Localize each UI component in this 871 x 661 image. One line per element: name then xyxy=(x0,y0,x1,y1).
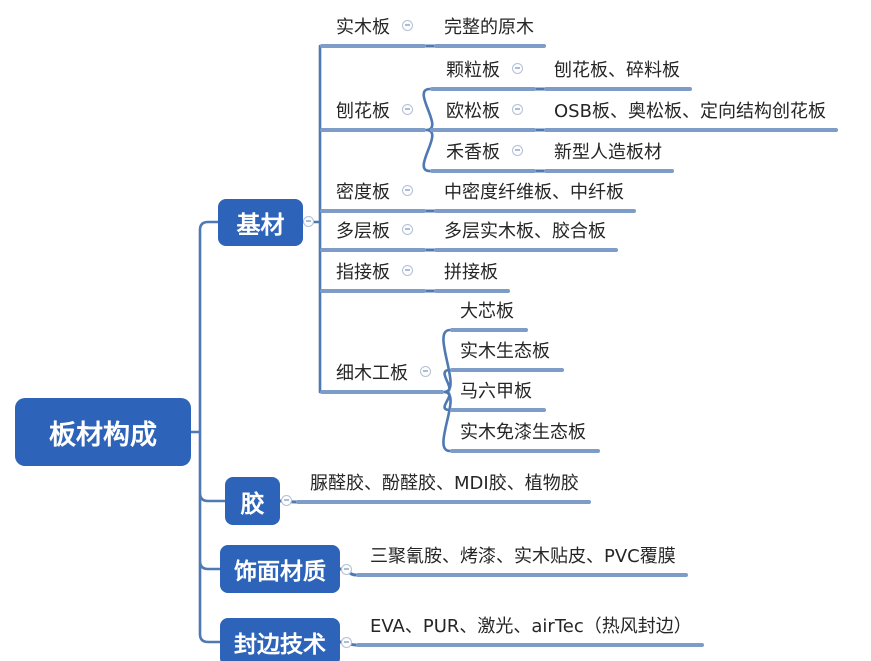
collapse-icon[interactable] xyxy=(420,366,431,377)
row-density-board: 密度板 中密度纤维板、中纤板 xyxy=(320,181,636,213)
branch-edge-banding[interactable]: 封边技术 xyxy=(220,618,340,661)
collapse-icon[interactable] xyxy=(341,637,352,648)
root-topic[interactable]: 板材构成 xyxy=(15,398,191,466)
node-straw-board[interactable]: 禾香板 xyxy=(430,141,536,173)
collapse-icon[interactable] xyxy=(512,104,523,115)
row-finger-joint-board: 指接板 拼接板 xyxy=(320,261,510,293)
row-osb-board: 欧松板 OSB板、奥松板、定向结构创花板 xyxy=(430,100,838,132)
node-core-board[interactable]: 大芯板 xyxy=(450,300,528,332)
row-solid-wood-board: 实木板 完整的原木 xyxy=(320,16,546,48)
collapse-icon[interactable] xyxy=(402,265,413,276)
node-paint-free-eco-board[interactable]: 实木免漆生态板 xyxy=(450,421,600,453)
node-density-board-detail[interactable]: 中密度纤维板、中纤板 xyxy=(434,181,636,213)
node-chipboard[interactable]: 刨花板 xyxy=(320,100,426,132)
branch-veneer-material[interactable]: 饰面材质 xyxy=(220,545,340,593)
collapse-icon[interactable] xyxy=(402,104,413,115)
node-solid-wood-eco-board[interactable]: 实木生态板 xyxy=(450,340,564,372)
row-blockboard: 细木工板 xyxy=(320,362,444,394)
collapse-icon[interactable] xyxy=(512,145,523,156)
collapse-icon[interactable] xyxy=(341,564,352,575)
collapse-icon[interactable] xyxy=(402,224,413,235)
branch-glue[interactable]: 胶 xyxy=(225,477,280,525)
row-malacca-board: 马六甲板 xyxy=(450,380,546,412)
row-solid-wood-eco-board: 实木生态板 xyxy=(450,340,564,372)
node-multilayer-board[interactable]: 多层板 xyxy=(320,220,426,252)
row-veneer-detail: 三聚氰胺、烤漆、实木贴皮、PVC覆膜 xyxy=(356,545,688,577)
node-solid-wood-board-detail[interactable]: 完整的原木 xyxy=(434,16,546,48)
collapse-icon[interactable] xyxy=(281,495,292,506)
node-finger-joint-board-detail[interactable]: 拼接板 xyxy=(434,261,510,293)
node-solid-wood-board[interactable]: 实木板 xyxy=(320,16,426,48)
collapse-icon[interactable] xyxy=(402,20,413,31)
node-finger-joint-board[interactable]: 指接板 xyxy=(320,261,426,293)
row-edge-banding-detail: EVA、PUR、激光、airTec（热风封边） xyxy=(356,615,704,647)
node-straw-board-detail[interactable]: 新型人造板材 xyxy=(544,141,674,173)
node-density-board[interactable]: 密度板 xyxy=(320,181,426,213)
node-glue-detail[interactable]: 脲醛胶、酚醛胶、MDI胶、植物胶 xyxy=(296,472,591,504)
node-multilayer-board-detail[interactable]: 多层实木板、胶合板 xyxy=(434,220,618,252)
node-osb-board-detail[interactable]: OSB板、奥松板、定向结构创花板 xyxy=(544,100,838,132)
row-straw-board: 禾香板 新型人造板材 xyxy=(430,141,674,173)
node-granule-board[interactable]: 颗粒板 xyxy=(430,59,536,91)
node-blockboard[interactable]: 细木工板 xyxy=(320,362,444,394)
node-malacca-board[interactable]: 马六甲板 xyxy=(450,380,546,412)
row-granule-board: 颗粒板 刨花板、碎料板 xyxy=(430,59,692,91)
row-core-board: 大芯板 xyxy=(450,300,528,332)
collapse-icon[interactable] xyxy=(512,63,523,74)
node-edge-banding-detail[interactable]: EVA、PUR、激光、airTec（热风封边） xyxy=(356,615,704,647)
row-multilayer-board: 多层板 多层实木板、胶合板 xyxy=(320,220,618,252)
branch-substrate[interactable]: 基材 xyxy=(218,199,303,246)
row-glue-detail: 脲醛胶、酚醛胶、MDI胶、植物胶 xyxy=(296,472,591,504)
row-paint-free-eco-board: 实木免漆生态板 xyxy=(450,421,600,453)
node-granule-board-detail[interactable]: 刨花板、碎料板 xyxy=(544,59,692,91)
node-osb-board[interactable]: 欧松板 xyxy=(430,100,536,132)
node-veneer-detail[interactable]: 三聚氰胺、烤漆、实木贴皮、PVC覆膜 xyxy=(356,545,688,577)
root-topic-label: 板材构成 xyxy=(49,419,157,451)
row-chipboard: 刨花板 xyxy=(320,100,426,132)
collapse-icon[interactable] xyxy=(402,185,413,196)
collapse-icon[interactable] xyxy=(303,216,314,227)
